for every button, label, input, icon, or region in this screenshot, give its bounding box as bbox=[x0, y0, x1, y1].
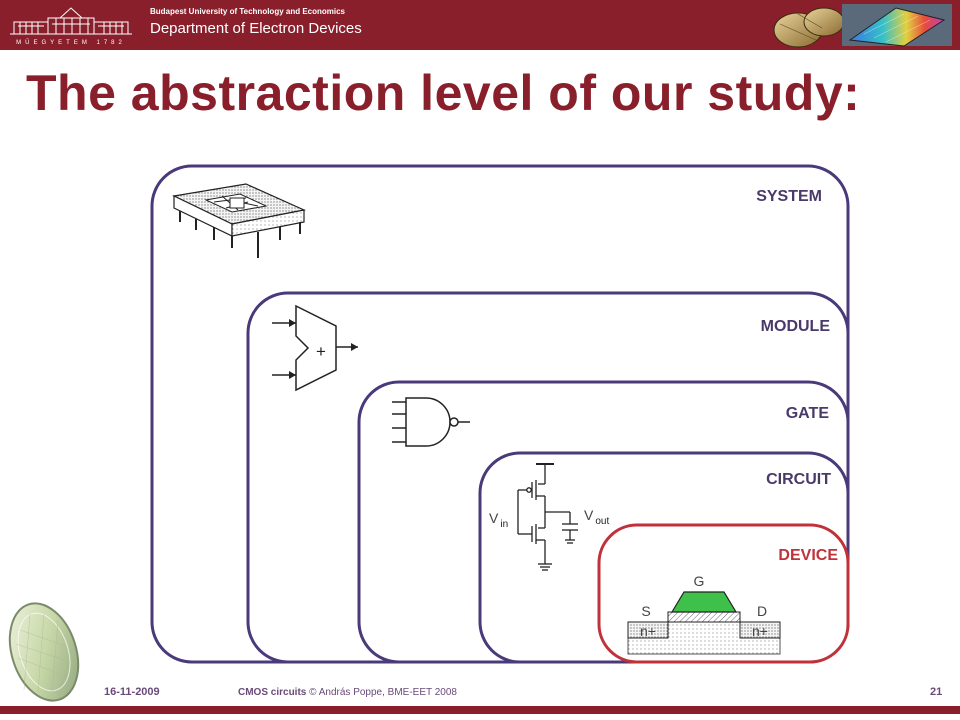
logo-caption: MŰEGYETEM 1782 bbox=[16, 39, 126, 46]
adder-symbol: + bbox=[316, 342, 326, 361]
footer-bar bbox=[0, 706, 960, 714]
cmos-inverter-icon bbox=[517, 463, 578, 571]
university-logo: MŰEGYETEM 1782 bbox=[10, 7, 132, 46]
chip-package-icon bbox=[172, 183, 306, 258]
device-label: DEVICE bbox=[778, 547, 838, 564]
drain-pin-label: D bbox=[757, 603, 767, 619]
gate-label: GATE bbox=[786, 405, 830, 422]
nand-gate-icon bbox=[392, 397, 470, 447]
source-pin-label: S bbox=[641, 603, 650, 619]
mosfet-cross-section bbox=[627, 591, 781, 655]
wafer-photo-icon bbox=[8, 602, 80, 702]
wafer-chip-artwork bbox=[773, 4, 952, 48]
adder-icon: + bbox=[272, 304, 358, 392]
header-text: Budapest University of Technology and Ec… bbox=[150, 6, 362, 39]
page-number: 21 bbox=[930, 686, 943, 698]
n-plus-right-label: n+ bbox=[752, 623, 768, 639]
copyright-text: © András Poppe, BME-EET 2008 bbox=[309, 687, 457, 698]
course-name: CMOS circuits bbox=[238, 687, 307, 698]
n-plus-left-label: n+ bbox=[640, 623, 656, 639]
footer-date: 16-11-2009 bbox=[104, 686, 160, 698]
department-name: Department of Electron Devices bbox=[150, 20, 362, 37]
circuit-label: CIRCUIT bbox=[766, 471, 831, 488]
slide-title: The abstraction level of our study: bbox=[26, 65, 861, 121]
system-label: SYSTEM bbox=[756, 188, 822, 205]
university-name: Budapest University of Technology and Ec… bbox=[150, 7, 345, 16]
module-label: MODULE bbox=[761, 318, 831, 335]
footer-course: CMOS circuits © András Poppe, BME-EET 20… bbox=[238, 687, 457, 698]
header-bar: MŰEGYETEM 1782 Budapest University of Te… bbox=[0, 0, 960, 50]
gate-pin-label: G bbox=[694, 573, 705, 589]
